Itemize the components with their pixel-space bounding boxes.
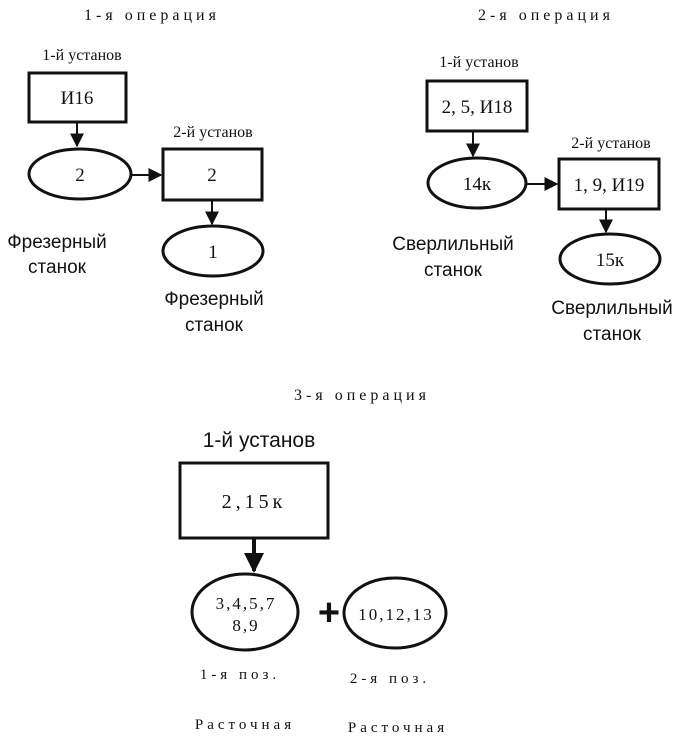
op3-pos2-node [342,576,448,650]
op1-setup1-box-text: И16 [61,88,94,109]
op3-setup1-box [178,461,330,540]
op1-setup1-label: 1-й установ [42,47,122,64]
operation-2: 2-я операция 1-й установ 2, 5, И18 14к С… [392,7,673,345]
operation-3: 3-я операция 1-й установ 2,15к 3,4,5,7 8… [178,387,448,736]
op1-setup2-label: 2-й установ [173,124,253,141]
op3-title: 3-я операция [294,387,430,404]
op3-pos1-node [190,572,300,652]
op2-machine1-line1: Сверлильный [392,234,514,255]
op2-title: 2-я операция [478,7,614,24]
op2-setup2-box [557,157,661,211]
op1-machine1-line2: станок [28,257,87,278]
op1-node1-text: 2 [75,165,85,186]
op3-pos1-label: 1-я поз. [200,667,280,683]
op1-setup2-box-text: 2 [207,165,217,186]
op3-setup1-label: 1-й установ [203,429,316,452]
op3-pos2-text: 10,12,13 [358,605,434,624]
op2-setup1-box-text: 2, 5, И18 [442,97,513,118]
op3-pos1-machine: Расточная [195,717,295,733]
op2-setup2-box-text: 1, 9, И19 [574,175,645,196]
op2-setup1-box [425,79,529,133]
op1-node2-text: 1 [208,242,218,263]
op1-title: 1-я операция [84,7,220,24]
op3-plus-sign: + [318,592,340,634]
op1-machine2-line1: Фрезерный [164,289,264,310]
op2-setup2-label: 2-й установ [571,135,651,152]
op1-machine1-line1: Фрезерный [7,232,107,253]
op1-machine2-line2: станок [185,315,244,336]
op2-node2 [558,232,662,286]
op3-pos1-line1: 3,4,5,7 [216,594,277,613]
op1-node2 [161,224,265,278]
op3-pos1-line2: 8,9 [232,616,259,635]
op2-machine1-line2: станок [424,260,483,281]
op2-machine2-line1: Сверлильный [551,298,673,319]
op3-pos2-machine: Расточная [348,720,448,736]
op2-node2-text: 15к [596,250,625,271]
op2-machine2-line2: станок [583,324,642,345]
op3-pos2-label: 2-я поз. [350,671,430,687]
operation-1: 1-я операция 1-й установ И16 2 Фрезерный… [7,7,265,336]
op2-node1-text: 14к [463,174,492,195]
op2-setup1-label: 1-й установ [439,54,519,71]
op3-setup1-box-text: 2,15к [222,491,287,513]
